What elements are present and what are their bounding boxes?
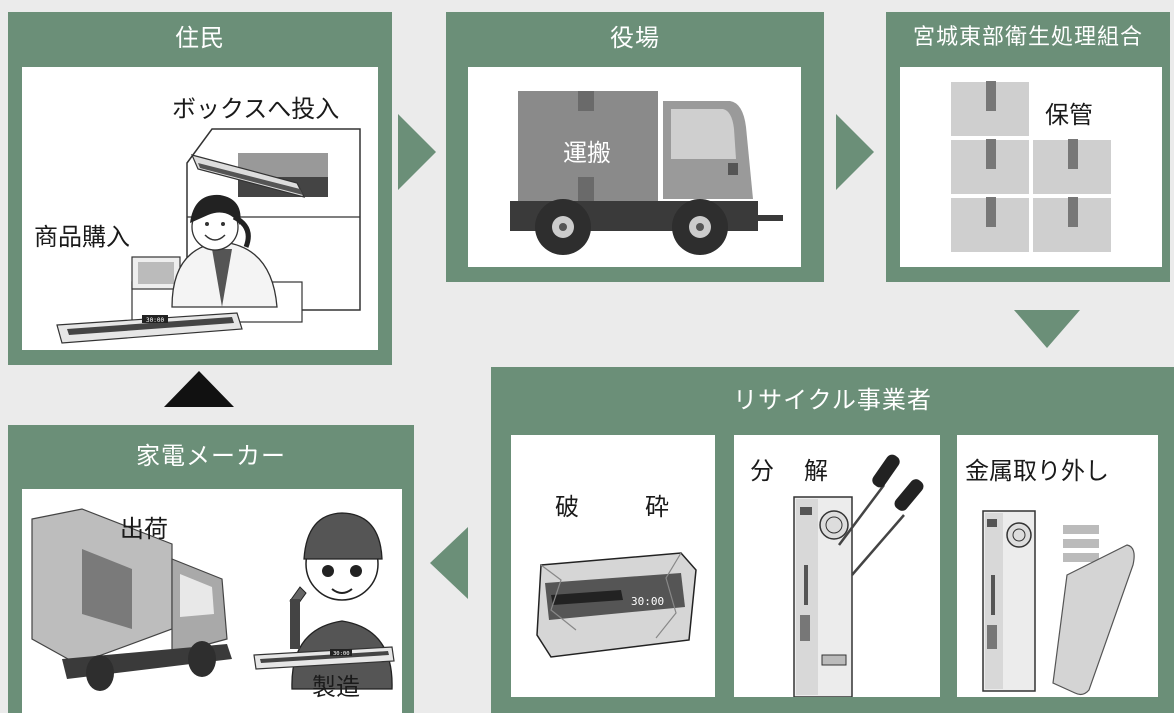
label-metal-removal: 金属取り外し (965, 457, 1109, 485)
arrow-right-1 (398, 114, 436, 190)
recycler-panel: リサイクル事業者 30:00 破 砕 分 解 (491, 367, 1174, 713)
maker-illustration: 30:00 出荷 製造 (22, 489, 402, 713)
storage-boxes (949, 80, 1113, 254)
union-title: 宮城東部衛生処理組合 (912, 25, 1143, 50)
resident-panel: 住民 30:00 (8, 12, 392, 365)
pc-metal-removal (982, 510, 1135, 696)
label-box-insert: ボックスへ投入 (172, 95, 340, 123)
label-transport: 運搬 (563, 139, 611, 167)
maker-scene: 30:00 (31, 508, 395, 691)
maker-title: 家電メーカー (136, 442, 286, 470)
label-disassemble-1: 分 (750, 457, 774, 485)
arrow-up (164, 371, 234, 407)
resident-title: 住民 (175, 24, 225, 52)
arrow-left (430, 527, 468, 599)
town-office-title: 役場 (610, 24, 660, 52)
town-office-panel: 役場 運搬 (446, 12, 824, 282)
label-purchase: 商品購入 (34, 223, 130, 251)
resident-illustration: 30:00 ボックスへ投入 商品購入 (22, 67, 378, 350)
town-office-illustration: 運搬 (468, 67, 801, 267)
metal-removal-box: 金属取り外し (957, 435, 1158, 697)
resident-scene: 30:00 (56, 128, 361, 344)
resident-recorder-display: 30:00 (146, 317, 164, 324)
maker-recorder-display: 30:00 (333, 651, 350, 657)
truck-scene (510, 91, 783, 255)
maker-panel: 家電メーカー 30:00 出荷 製造 (8, 425, 414, 713)
arrow-down (1014, 310, 1080, 348)
label-manufacture: 製造 (312, 673, 360, 701)
label-storage: 保管 (1045, 101, 1093, 129)
recycler-title: リサイクル事業者 (733, 386, 932, 414)
label-crush-1: 破 (555, 493, 579, 521)
label-crush-2: 砕 (645, 493, 669, 521)
label-disassemble-2: 解 (804, 457, 828, 485)
arrow-right-2 (836, 114, 874, 190)
union-panel: 宮城東部衛生処理組合 保管 (886, 12, 1170, 282)
pc-with-screwdrivers (793, 454, 924, 697)
crushed-recorder-display: 30:00 (631, 595, 664, 608)
disassemble-box: 分 解 (734, 435, 940, 697)
crushed-recorder: 30:00 (536, 552, 697, 658)
crush-box: 30:00 破 砕 (511, 435, 715, 697)
label-ship: 出荷 (120, 515, 168, 543)
union-illustration: 保管 (900, 67, 1162, 267)
